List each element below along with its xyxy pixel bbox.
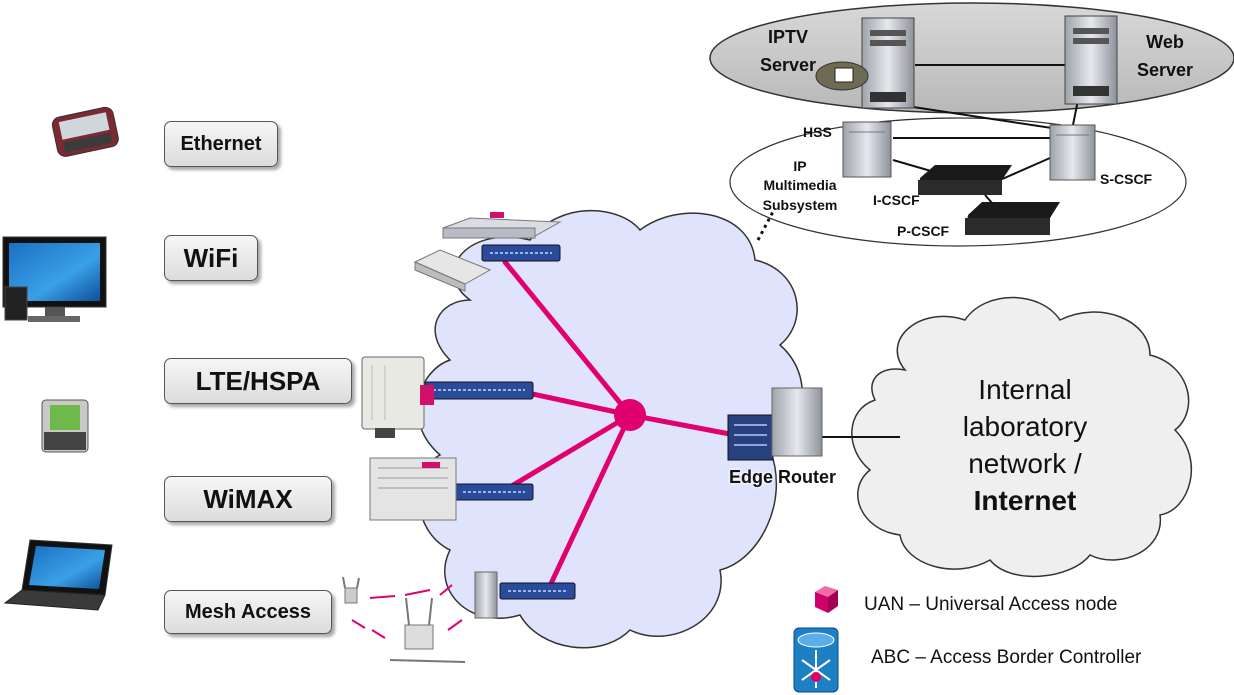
- uan-hub-node: [614, 399, 646, 431]
- laptop-icon: [3, 539, 113, 611]
- p-cscf-box: [965, 202, 1060, 235]
- edge-router-icon: [727, 387, 823, 461]
- mesh-access-points-icon: [342, 571, 498, 663]
- internet-cloud-line3: network /: [968, 448, 1082, 479]
- iptv-server-label-line2: Server: [759, 55, 817, 75]
- edge-router-label: Edge Router: [729, 467, 837, 487]
- internet-cloud: [851, 296, 1192, 578]
- desktop-monitor-icon: [2, 236, 107, 322]
- legend-abc-text: ABC – Access Border Controller: [871, 647, 1142, 668]
- s-cscf-server: [1049, 124, 1096, 181]
- legend-uan-text: UAN – Universal Access node: [864, 594, 1118, 615]
- hss-server: [842, 121, 892, 178]
- ims-title-line1: IP: [793, 158, 807, 174]
- web-server-label-line2: Server: [1136, 60, 1194, 80]
- internet-cloud-line4: Internet: [973, 485, 1077, 516]
- i-cscf-label: I-CSCF: [873, 192, 920, 208]
- s-cscf-label: S-CSCF: [1100, 171, 1153, 187]
- set-top-box-icon: [815, 61, 869, 91]
- ethernet-label: Ethernet: [164, 121, 278, 167]
- smartphone-slider-icon: [51, 106, 119, 157]
- access-switch-lte: [424, 381, 534, 400]
- wimax-base-station-icon: [369, 457, 457, 521]
- lte-base-station-icon: [361, 356, 434, 438]
- iptv-server-tower: [861, 17, 915, 109]
- lte-hspa-label: LTE/HSPA: [164, 358, 352, 404]
- ethernet-switch-icon: [442, 212, 562, 239]
- iptv-server-label-line1: IPTV: [767, 27, 808, 47]
- wimax-label: WiMAX: [164, 476, 332, 522]
- ims-connector-dotted: [756, 207, 777, 241]
- hss-label: HSS: [803, 124, 832, 140]
- mesh-access-label: Mesh Access: [164, 590, 332, 634]
- pda-phone-icon: [41, 399, 89, 453]
- web-server-label-line1: Web: [1146, 32, 1184, 52]
- internet-cloud-line2: laboratory: [962, 411, 1088, 442]
- web-server-tower: [1064, 15, 1118, 105]
- access-switch-ethernet: [481, 244, 561, 262]
- ims-title-line2: Multimedia: [763, 177, 837, 193]
- access-switch-wimax: [454, 483, 534, 501]
- uan-cube-icon: [815, 586, 838, 613]
- i-cscf-box: [918, 165, 1012, 195]
- dsl-modem-icon: [413, 249, 492, 292]
- ims-title-line3: Subsystem: [762, 197, 838, 213]
- internet-cloud-line1: Internal: [978, 374, 1072, 405]
- abc-router-icon: [793, 627, 839, 693]
- access-switch-mesh: [499, 582, 576, 600]
- wifi-label: WiFi: [164, 235, 258, 281]
- p-cscf-label: P-CSCF: [897, 223, 950, 239]
